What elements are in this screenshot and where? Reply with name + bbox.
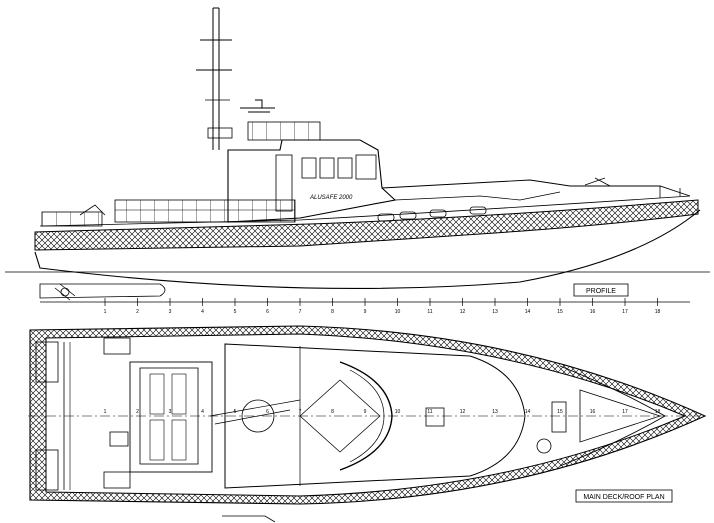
plan-frame-number: 4 (201, 409, 204, 415)
wheelhouse-roof (224, 343, 526, 489)
hull-bottom (34, 209, 701, 290)
frame-number: 14 (525, 309, 531, 315)
plan-frame-number: 7 (299, 409, 302, 415)
forward-shelter (381, 179, 691, 197)
frame-number: 15 (557, 309, 563, 315)
frame-number: 8 (331, 309, 334, 315)
mast (212, 7, 220, 150)
crane-base (241, 399, 275, 433)
frame-number: 1 (104, 309, 107, 315)
plan-frame-number: 17 (622, 409, 628, 415)
frame-number: 16 (590, 309, 596, 315)
frame-number: 3 (169, 309, 172, 315)
roof-hatch (425, 407, 445, 427)
deck-line (39, 195, 691, 227)
frame-number: 4 (201, 309, 204, 315)
plan-frame-number: 5 (234, 409, 237, 415)
plan-frame-number: 6 (266, 409, 269, 415)
plan-frame-number: 9 (364, 409, 367, 415)
plan-view (29, 325, 707, 505)
plan-label: MAIN DECK/ROOF PLAN (583, 494, 664, 501)
frame-number: 11 (427, 309, 432, 315)
profile-view (34, 7, 701, 290)
frame-number: 2 (136, 309, 139, 315)
frame-number: 12 (460, 309, 466, 315)
propeller-shaft (39, 283, 166, 301)
porthole (469, 206, 487, 215)
plan-label-box: MAIN DECK/ROOF PLAN (575, 489, 673, 503)
radar (240, 99, 275, 113)
frame-number: 13 (492, 309, 498, 315)
porthole (429, 209, 447, 218)
profile-label-box: PROFILE (573, 283, 629, 297)
forepeak (579, 389, 662, 443)
plan-frame-number: 14 (525, 409, 531, 415)
porthole (399, 211, 417, 220)
profile-label: PROFILE (586, 288, 616, 295)
plan-frame-number: 8 (331, 409, 334, 415)
frame-number: 5 (234, 309, 237, 315)
plan-frame-number: 3 (169, 409, 172, 415)
frame-number: 18 (655, 309, 661, 315)
plan-frame-number: 10 (395, 409, 401, 415)
plan-frame-number: 11 (427, 409, 432, 415)
mid-railing (114, 199, 296, 223)
roof-railing (247, 121, 321, 141)
vessel-name: ALUSAFE 2000 (309, 195, 353, 201)
frame-number: 9 (364, 309, 367, 315)
frame-number: 17 (622, 309, 628, 315)
plan-frame-number: 2 (136, 409, 139, 415)
frame-number: 6 (266, 309, 269, 315)
plan-frame-number: 18 (655, 409, 661, 415)
plan-frame-number: 12 (460, 409, 466, 415)
wheelhouse-door (275, 154, 293, 212)
plan-frame-number: 13 (492, 409, 498, 415)
section-marker (222, 515, 276, 523)
frame-number: 10 (395, 309, 401, 315)
fender-band (34, 199, 699, 251)
porthole (377, 213, 395, 222)
frame-number: 7 (299, 309, 302, 315)
plan-frame-number: 15 (557, 409, 563, 415)
plan-frame-number: 16 (590, 409, 596, 415)
wheelhouse (227, 139, 397, 223)
plan-frame-number: 1 (104, 409, 107, 415)
aft-railing (41, 211, 103, 227)
